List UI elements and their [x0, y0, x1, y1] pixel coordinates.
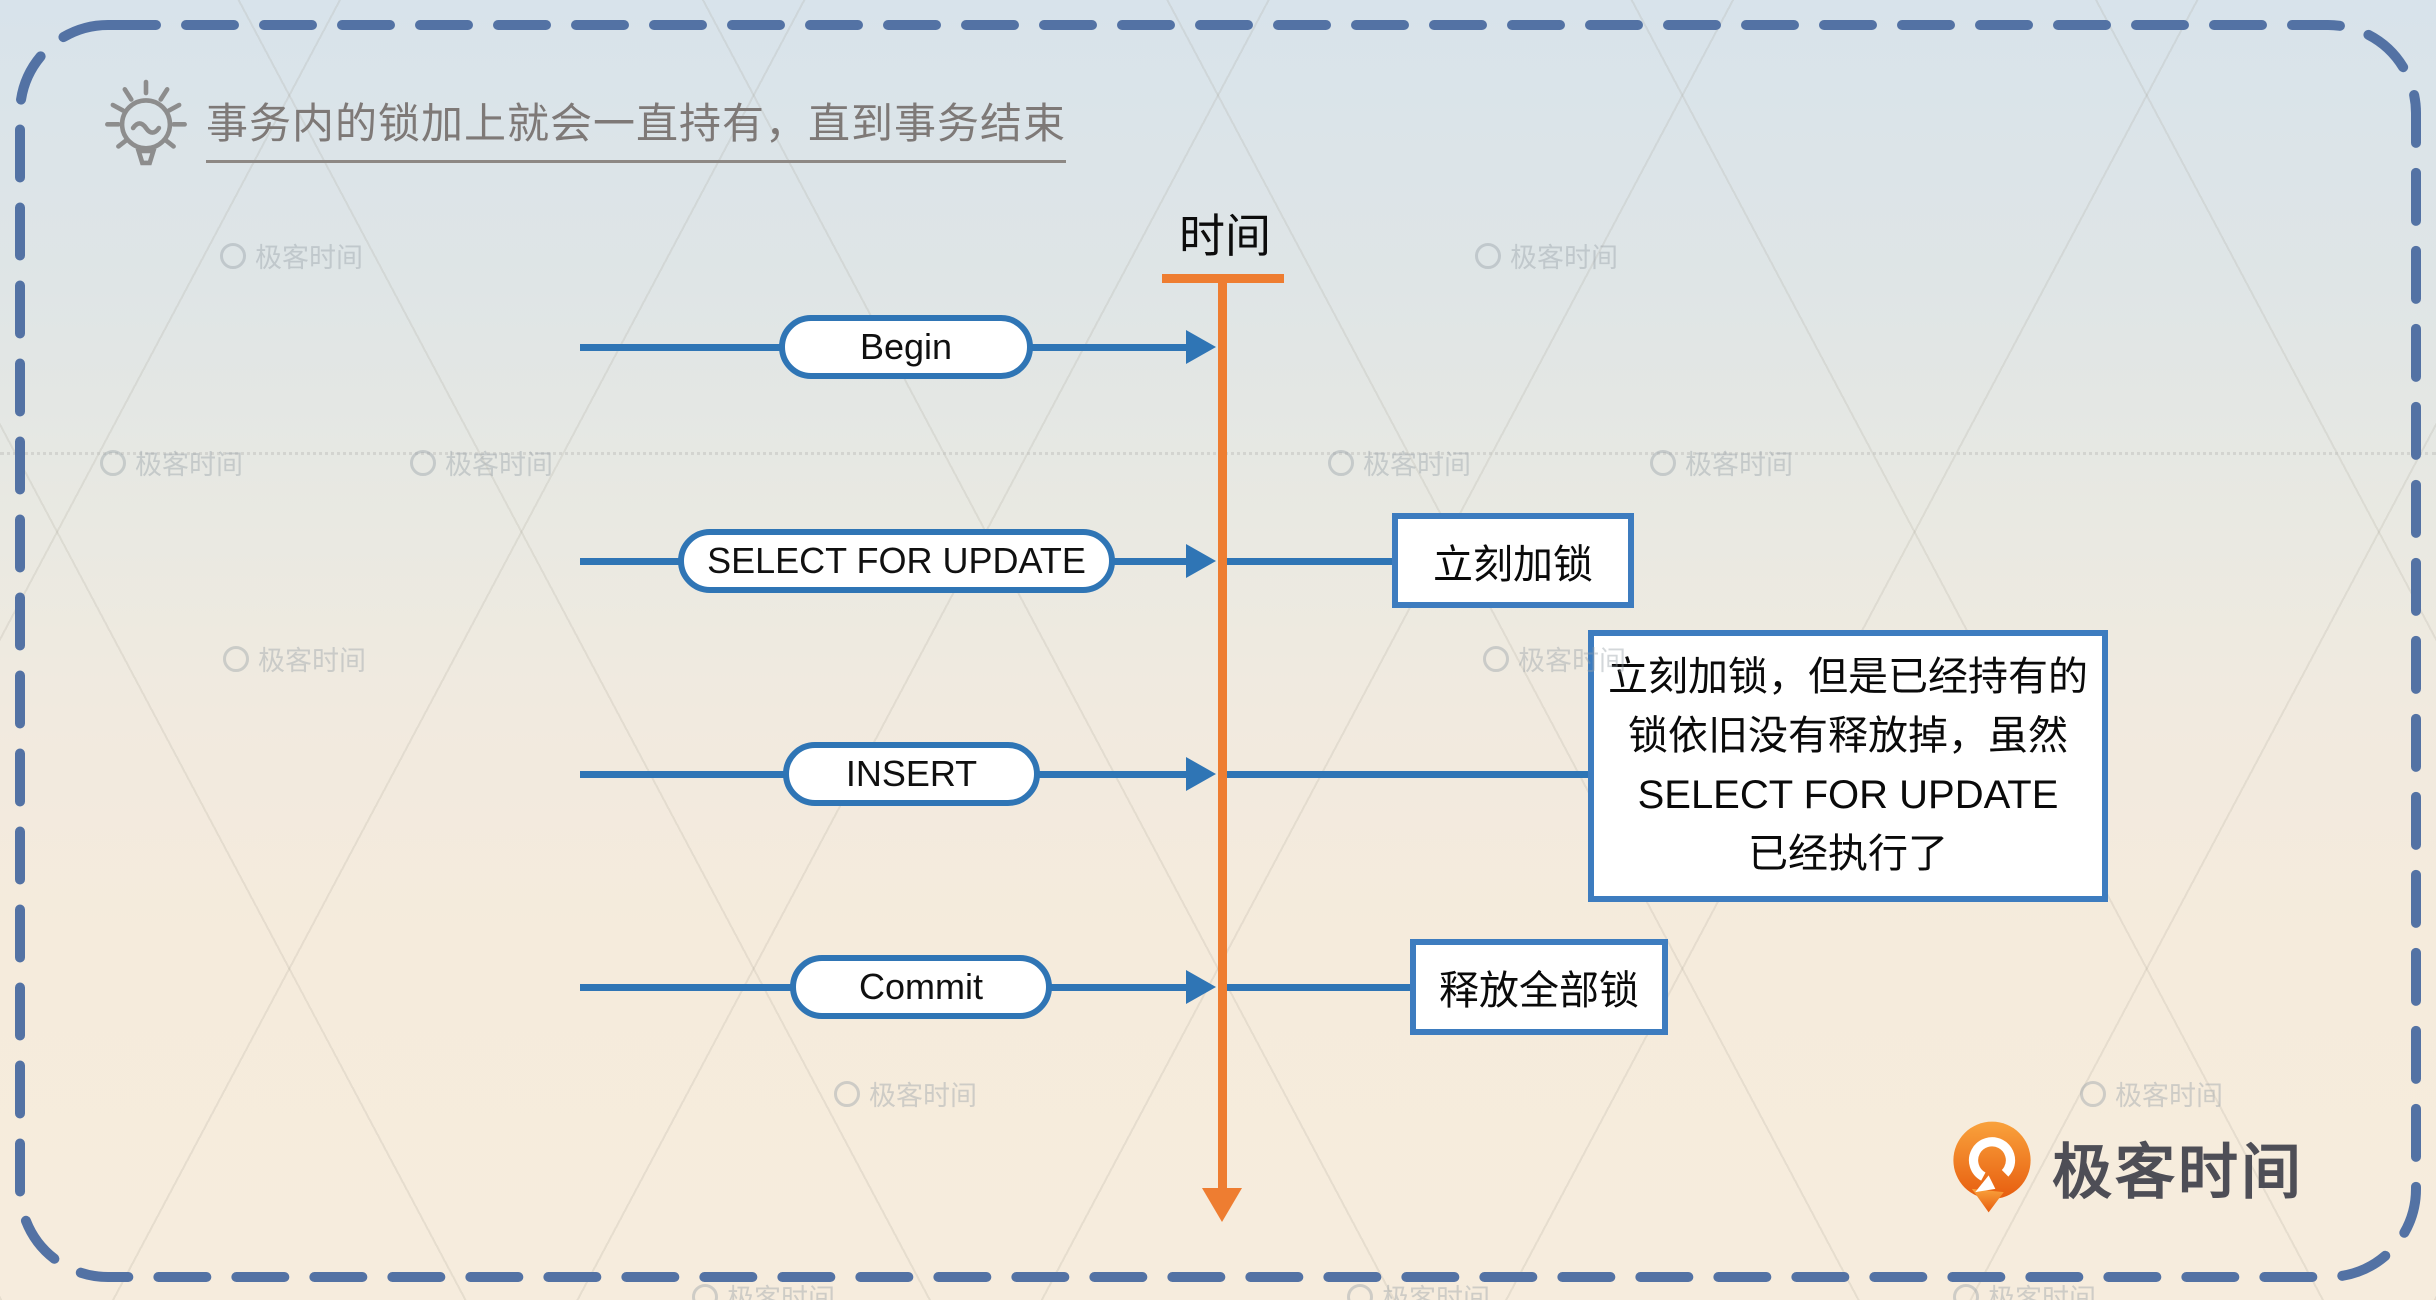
watermark-text: 极客时间	[1382, 1284, 1490, 1300]
annotation-line: 已经执行了	[1748, 832, 1948, 876]
watermark: 极客时间	[410, 443, 553, 482]
watermark-text: 极客时间	[1510, 243, 1618, 273]
watermark-text: 极客时间	[2115, 1081, 2223, 1111]
watermark: 极客时间	[100, 443, 243, 482]
node-insert: INSERT	[783, 742, 1040, 806]
watermark-text: 极客时间	[258, 646, 366, 676]
annotation-line: SELECT FOR UPDATE	[1637, 773, 2059, 817]
geektime-logo-icon-watermark	[2080, 1080, 2106, 1107]
node-select-for-update: SELECT FOR UPDATE	[678, 529, 1115, 593]
geektime-logo-icon-watermark	[1650, 449, 1676, 476]
timeline-axis	[1218, 274, 1227, 1192]
watermark: 极客时间	[1475, 236, 1618, 275]
page-title: 事务内的锁加上就会一直持有，直到事务结束	[206, 90, 1067, 163]
header: 事务内的锁加上就会一直持有，直到事务结束	[100, 76, 1067, 180]
watermark-text: 极客时间	[869, 1081, 977, 1111]
node-begin: Begin	[779, 315, 1033, 379]
geektime-logo-icon-watermark	[220, 242, 246, 269]
annotation-line: 立刻加锁，但是已经持有的	[1608, 655, 2088, 699]
arrow-right-icon	[1186, 970, 1216, 1004]
geektime-logo-icon-watermark	[1475, 242, 1501, 269]
watermark-text: 极客时间	[255, 243, 363, 273]
geektime-logo-icon-watermark	[1953, 1283, 1979, 1300]
watermark: 极客时间	[692, 1277, 835, 1300]
watermark-text: 极客时间	[1988, 1284, 2096, 1300]
geektime-logo-text: 极客时间	[2052, 1138, 2304, 1206]
annotation-lock-held: 立刻加锁，但是已经持有的 锁依旧没有释放掉，虽然 SELECT FOR UPDA…	[1588, 630, 2108, 902]
connector-line	[1227, 984, 1410, 991]
arrow-right-icon	[1186, 330, 1216, 364]
geektime-logo-icon-watermark	[100, 449, 126, 476]
watermark: 极客时间	[834, 1074, 977, 1113]
geektime-logo: 极客时间	[1950, 1120, 2304, 1214]
node-commit: Commit	[790, 955, 1052, 1019]
watermark-text: 极客时间	[445, 450, 553, 480]
geektime-logo-icon	[1953, 1121, 2031, 1213]
watermark: 极客时间	[1650, 443, 1793, 482]
arrow-right-icon	[1186, 757, 1216, 791]
watermark-text: 极客时间	[727, 1284, 835, 1300]
watermark: 极客时间	[1953, 1277, 2096, 1300]
annotation-immediate-lock: 立刻加锁	[1392, 513, 1634, 608]
watermark-text: 极客时间	[135, 450, 243, 480]
geektime-logo-icon-watermark	[1328, 449, 1354, 476]
geektime-logo-icon-watermark	[834, 1080, 860, 1107]
arrow-right-icon	[1186, 544, 1216, 578]
geektime-logo-icon-watermark	[223, 645, 249, 672]
watermark: 极客时间	[2080, 1074, 2223, 1113]
watermark: 极客时间	[1347, 1277, 1490, 1300]
watermark-text: 极客时间	[1518, 646, 1626, 676]
connector-line	[1227, 771, 1588, 778]
watermark: 极客时间	[220, 236, 363, 275]
watermark: 极客时间	[223, 639, 366, 678]
timeline-arrow-down-icon	[1202, 1188, 1242, 1222]
annotation-release-all-locks: 释放全部锁	[1410, 939, 1668, 1035]
watermark-text: 极客时间	[1685, 450, 1793, 480]
timeline-label: 时间	[1179, 210, 1271, 262]
geektime-logo-icon-watermark	[1483, 645, 1509, 672]
watermark: 极客时间	[1483, 639, 1626, 678]
geektime-logo-icon-watermark	[1347, 1283, 1373, 1300]
lightbulb-icon	[105, 79, 187, 166]
watermark: 极客时间	[1328, 443, 1471, 482]
connector-line	[1227, 558, 1392, 565]
geektime-logo-icon-watermark	[410, 449, 436, 476]
geektime-logo-icon-watermark	[692, 1283, 718, 1300]
watermark-text: 极客时间	[1363, 450, 1471, 480]
annotation-line: 锁依旧没有释放掉，虽然	[1628, 714, 2068, 758]
